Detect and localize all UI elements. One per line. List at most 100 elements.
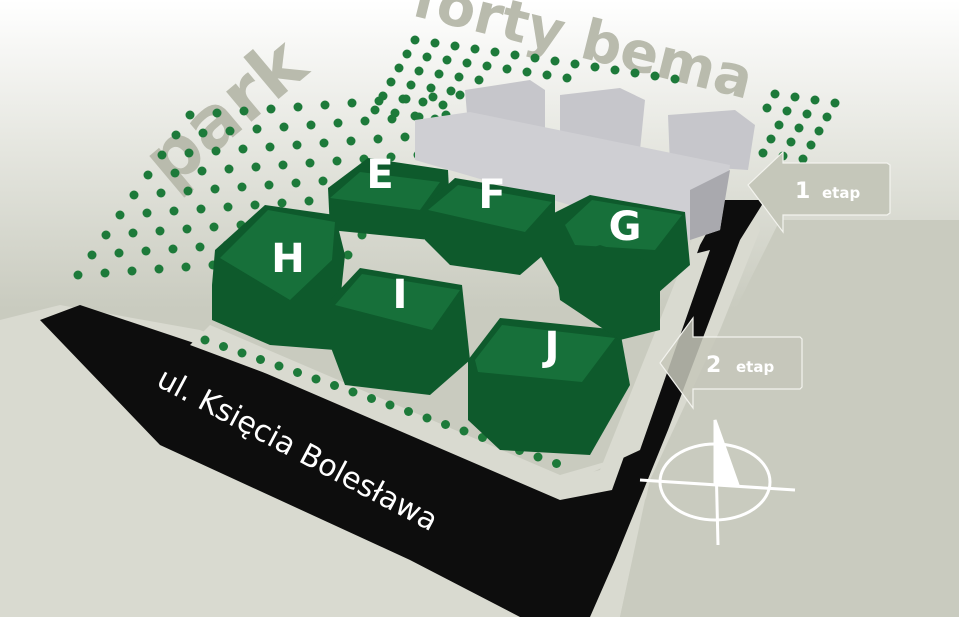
svg-text:F: F	[478, 172, 505, 218]
tree	[251, 162, 261, 172]
tree	[252, 124, 262, 134]
tree	[502, 64, 512, 74]
tree	[305, 158, 315, 168]
tree	[830, 98, 840, 108]
tree	[385, 400, 395, 410]
tree	[406, 80, 416, 90]
building-E[interactable]: E	[328, 152, 450, 240]
tree	[398, 94, 408, 104]
tree	[422, 52, 432, 62]
tree	[154, 264, 164, 274]
tree	[127, 266, 137, 276]
svg-text:etap: etap	[736, 358, 774, 376]
ground-east	[620, 220, 959, 617]
tree	[306, 120, 316, 130]
tree	[293, 102, 303, 112]
tree	[73, 270, 83, 280]
tree	[304, 196, 314, 206]
svg-text:1: 1	[795, 179, 810, 204]
tree	[182, 224, 192, 234]
tree	[650, 71, 660, 81]
tree	[410, 111, 420, 121]
tree	[798, 154, 808, 164]
tree	[129, 190, 139, 200]
stage-1-callout[interactable]: 1 etap	[747, 150, 891, 234]
tree	[434, 69, 444, 79]
tree	[533, 452, 543, 462]
tree	[239, 106, 249, 116]
tree	[822, 112, 832, 122]
svg-text:H: H	[271, 236, 304, 282]
tree	[291, 178, 301, 188]
tree	[238, 144, 248, 154]
tree	[470, 44, 480, 54]
tree	[209, 222, 219, 232]
tree	[367, 394, 376, 403]
tree	[237, 348, 247, 358]
tree	[237, 182, 247, 192]
tree	[196, 204, 206, 214]
tree	[211, 146, 221, 156]
tree	[184, 148, 194, 158]
tree	[814, 126, 824, 136]
tree	[278, 160, 288, 170]
tree	[330, 381, 339, 390]
tree	[157, 150, 167, 160]
tree	[402, 49, 412, 59]
tree	[225, 126, 235, 136]
tree	[414, 66, 424, 76]
tree	[390, 108, 400, 118]
tree	[462, 58, 472, 68]
tree	[774, 120, 784, 130]
building-I[interactable]: I	[330, 268, 470, 395]
tree	[766, 134, 776, 144]
tree	[762, 103, 772, 113]
tree	[542, 70, 552, 80]
svg-text:I: I	[393, 272, 408, 318]
tree	[610, 65, 620, 75]
inner-sidewalk	[190, 250, 710, 485]
tree	[197, 166, 207, 176]
tree	[311, 374, 321, 384]
tree	[333, 118, 343, 128]
tree	[562, 73, 572, 83]
tree	[319, 138, 329, 148]
tree	[522, 67, 532, 77]
tree	[450, 41, 460, 51]
tree	[114, 248, 124, 258]
tree	[266, 104, 276, 114]
tree	[277, 198, 287, 208]
tree	[200, 335, 210, 345]
tree	[394, 63, 404, 73]
building-F[interactable]: F	[425, 172, 555, 275]
tree	[347, 98, 357, 108]
tree	[265, 142, 275, 152]
tree	[224, 164, 234, 174]
tree	[223, 202, 233, 212]
tree	[446, 86, 456, 96]
tree	[101, 230, 111, 240]
stage-2-callout[interactable]: 2 etap	[659, 316, 803, 410]
tree	[758, 148, 768, 158]
tree	[422, 413, 432, 423]
tree	[454, 72, 464, 82]
tree	[170, 168, 180, 178]
tree	[360, 116, 370, 126]
building-H[interactable]: H	[212, 205, 345, 350]
tree	[332, 156, 342, 166]
svg-text:etap: etap	[822, 184, 860, 202]
tree	[455, 90, 465, 100]
tree	[87, 250, 97, 260]
tree	[550, 56, 560, 66]
building-J[interactable]: J	[468, 245, 660, 455]
tree	[459, 426, 469, 436]
tree	[510, 50, 520, 60]
tree	[171, 130, 181, 140]
tree	[198, 128, 208, 138]
tree	[441, 420, 450, 429]
tree	[404, 407, 413, 416]
tree	[570, 59, 580, 69]
compass-rose-icon	[639, 419, 796, 546]
tree	[274, 361, 284, 371]
tree	[141, 246, 151, 256]
